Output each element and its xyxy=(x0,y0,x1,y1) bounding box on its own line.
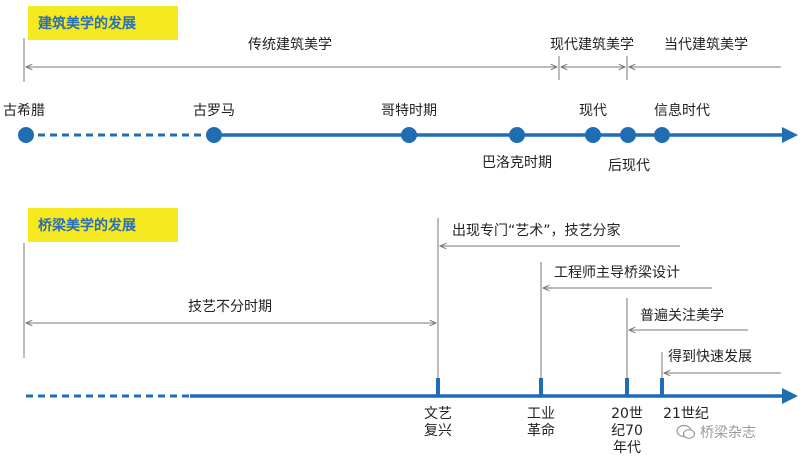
tick-industrial xyxy=(539,378,543,396)
period-contemporary-label: 当代建筑美学 xyxy=(664,37,748,53)
stage-engineer-led-label: 工程师主导桥梁设计 xyxy=(554,265,680,281)
node-postmodern xyxy=(620,127,636,143)
watermark: 桥梁杂志 xyxy=(676,422,756,442)
label-postmodern: 后现代 xyxy=(608,158,650,174)
label-gothic: 哥特时期 xyxy=(381,103,437,119)
tick-seventies xyxy=(625,378,629,396)
node-greece xyxy=(18,127,34,143)
milestone-renaissance: 文艺复兴 xyxy=(424,406,452,439)
tick-c21 xyxy=(660,378,664,396)
arch-section-title: 建筑美学的发展 xyxy=(28,6,178,40)
milestone-industrial: 工业革命 xyxy=(527,406,555,439)
bridge-section-title: 桥梁美学的发展 xyxy=(28,208,178,242)
label-modern: 现代 xyxy=(579,103,607,119)
node-rome xyxy=(206,127,222,143)
bridge-timeline-arrowhead xyxy=(782,388,798,404)
node-gothic xyxy=(401,127,417,143)
watermark-text: 桥梁杂志 xyxy=(700,425,756,441)
label-info: 信息时代 xyxy=(654,103,710,119)
period-traditional-label: 传统建筑美学 xyxy=(248,37,332,53)
period-modern-label: 现代建筑美学 xyxy=(550,37,634,53)
stage-rapid-label: 得到快速发展 xyxy=(668,349,752,365)
label-greece: 古希腊 xyxy=(3,103,45,119)
label-baroque: 巴洛克时期 xyxy=(482,155,552,171)
stage-art-appears-label: 出现专门“艺术”，技艺分家 xyxy=(452,223,621,239)
stage-no-division-label: 技艺不分时期 xyxy=(188,299,272,315)
stage-widespread-label: 普遍关注美学 xyxy=(640,308,724,324)
milestone-c21: 21世纪 xyxy=(663,406,709,422)
tick-renaissance xyxy=(436,378,440,396)
node-info xyxy=(654,127,670,143)
node-baroque xyxy=(509,127,525,143)
node-modern xyxy=(585,127,601,143)
arch-timeline-arrowhead xyxy=(782,127,798,143)
wechat-icon xyxy=(676,424,696,439)
label-rome: 古罗马 xyxy=(193,103,235,119)
